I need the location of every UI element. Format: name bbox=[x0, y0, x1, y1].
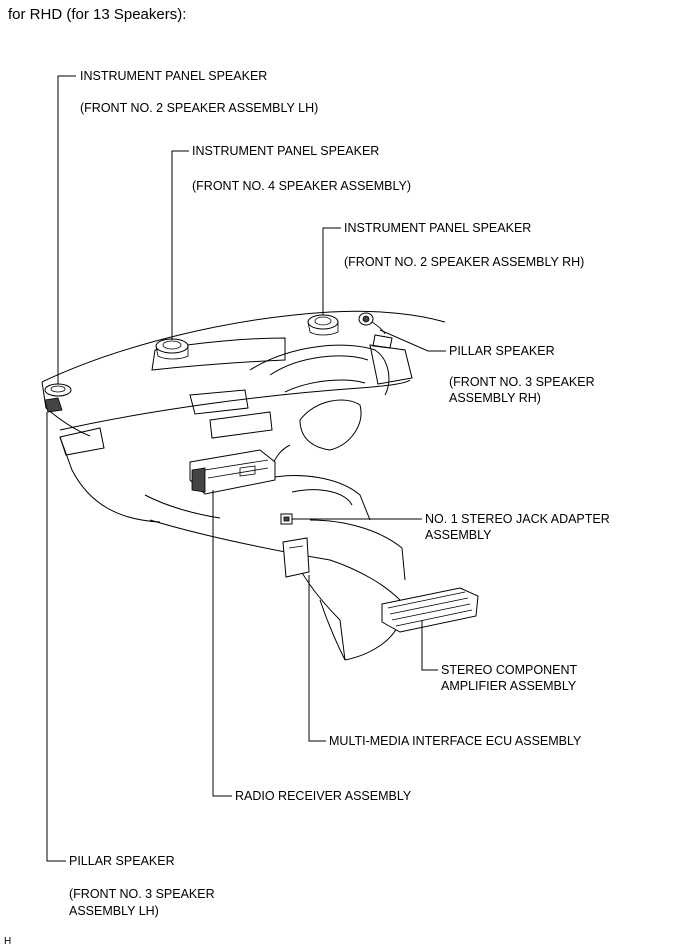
label-pillar-speaker-rh-sub2: ASSEMBLY RH) bbox=[449, 391, 541, 405]
label-pillar-speaker-rh: PILLAR SPEAKER bbox=[449, 344, 555, 358]
label-ip-speaker-rh-sub: (FRONT NO. 2 SPEAKER ASSEMBLY RH) bbox=[344, 255, 585, 269]
label-ip-speaker-center-sub: (FRONT NO. 4 SPEAKER ASSEMBLY) bbox=[192, 179, 412, 193]
corner-mark: H bbox=[4, 936, 12, 947]
label-pillar-speaker-rh-sub1: (FRONT NO. 3 SPEAKER bbox=[449, 375, 595, 389]
label-multimedia-ecu: MULTI-MEDIA INTERFACE ECU ASSEMBLY bbox=[329, 734, 582, 748]
label-ip-speaker-lh: INSTRUMENT PANEL SPEAKER bbox=[80, 69, 268, 83]
label-amplifier-line1: STEREO COMPONENT bbox=[441, 663, 578, 677]
label-pillar-speaker-lh-sub2: ASSEMBLY LH) bbox=[69, 904, 159, 918]
label-ip-speaker-rh: INSTRUMENT PANEL SPEAKER bbox=[344, 221, 532, 235]
label-pillar-speaker-lh-sub1: (FRONT NO. 3 SPEAKER bbox=[69, 887, 215, 901]
leader-lines bbox=[46, 75, 446, 862]
speaker-rh-icon bbox=[307, 314, 339, 336]
label-ip-speaker-lh-sub: (FRONT NO. 2 SPEAKER ASSEMBLY LH) bbox=[80, 101, 319, 115]
label-stereo-jack-line2: ASSEMBLY bbox=[425, 528, 492, 542]
multimedia-ecu-icon bbox=[282, 537, 310, 578]
page-title: for RHD (for 13 Speakers): bbox=[8, 6, 187, 23]
speaker-center-icon bbox=[155, 338, 189, 360]
stereo-jack-icon bbox=[280, 513, 293, 525]
pillar-speaker-rh-icon bbox=[358, 312, 386, 335]
label-amplifier-line2: AMPLIFIER ASSEMBLY bbox=[441, 679, 577, 693]
instrument-panel-outline bbox=[41, 310, 446, 661]
amplifier-icon bbox=[381, 587, 479, 633]
speaker-lh-icon bbox=[44, 383, 72, 413]
label-radio-receiver: RADIO RECEIVER ASSEMBLY bbox=[235, 789, 412, 803]
label-stereo-jack-line1: NO. 1 STEREO JACK ADAPTER bbox=[425, 512, 610, 526]
radio-receiver-icon bbox=[189, 449, 276, 495]
label-ip-speaker-center: INSTRUMENT PANEL SPEAKER bbox=[192, 144, 380, 158]
label-pillar-speaker-lh: PILLAR SPEAKER bbox=[69, 854, 175, 868]
